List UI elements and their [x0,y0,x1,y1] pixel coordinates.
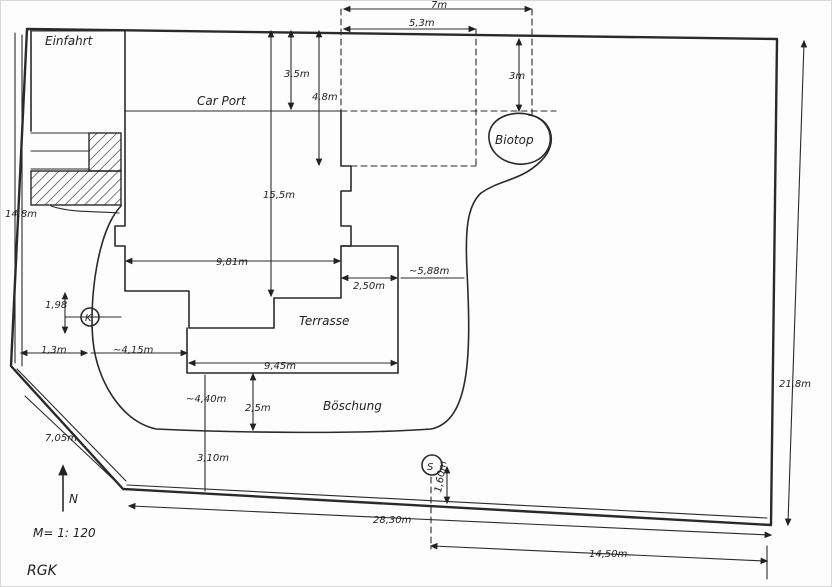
dim-3m: 3m [509,71,525,82]
dim-14-8m: 14,8m [5,209,37,220]
marker-s-label: S [427,462,434,473]
outer-dimensions: 28,30m 14,50m 21,8m [127,39,811,580]
legend-area: N M= 1: 120 RGK [27,464,96,579]
dim-5-3m: 5,3m [409,18,435,29]
marker-k-circle [80,307,100,327]
dim-1-3m: 1,3m [41,345,67,356]
embankment-top-link [50,205,120,214]
property-boundary [9,27,779,527]
dim-line-7-05m [24,395,114,480]
scale-label: M= 1: 120 [33,526,96,540]
house-outline [114,110,352,329]
biotope: Biotop [488,112,552,165]
marker-s-circle [421,454,443,476]
dim-7-05m: 7,05m [45,433,77,444]
label-carport: Car Port [197,94,247,108]
dim-4-40m: ~4,40m [186,394,227,405]
house-horizontal-dimensions: 9,81m 2,50m ~5,88m 9,45m [124,257,465,372]
label-boeschung: Böschung [323,399,382,413]
label-terrasse: Terrasse [299,314,349,328]
hatched-block-upper [88,132,122,172]
marker-k-label: K [85,313,93,324]
carport: Car Port [124,94,557,112]
dim-3-10m: 3,10m [197,453,229,464]
dim-5-88m: ~5,88m [409,266,450,277]
hatched-block-lower [30,170,122,206]
dim-2-50m: 2,50m [353,281,385,292]
embankment: Böschung [50,114,553,434]
dim-28-30m: 28,30m [373,515,412,526]
dim-1-98: 1,98 [45,300,67,311]
biotope-pond-outline [488,112,552,165]
left-dimensions: 14,8m 1,98 1,3m ~4,15m K 7,05m [5,32,189,480]
marker-s: S 1,60m [421,454,451,550]
label-biotop: Biotop [495,133,534,147]
dim-line-21-8m [784,39,808,527]
dim-7m: 7m [431,1,447,11]
dim-9-81m: 9,81m [216,257,248,268]
dim-15-5m: 15,5m [263,190,295,201]
hatched-structures [30,132,122,206]
boundary-outline [9,27,779,527]
dim-21-8m: 21,8m [779,379,811,390]
top-dimension-structure: 7m 5,3m 3m [342,1,533,167]
dim-4-8m: 4,8m [312,92,338,103]
house [114,8,477,329]
embankment-curve [91,114,553,434]
dim-3-5m: 3,5m [284,69,310,80]
initials-label: RGK [27,563,59,579]
dim-4-15m: ~4,15m [113,345,154,356]
terrace: Terrasse [186,245,399,374]
bottom-left-dimensions: ~4,40m 2,5m 3,10m [186,372,271,492]
terrace-outline [186,245,399,374]
dim-14-50m: 14,50m [589,549,628,560]
dim-2-5m: 2,5m [245,403,271,414]
dim-line-28-30m [127,502,773,539]
house-vertical-dimensions: 3,5m 4,8m 15,5m [263,29,338,298]
boundary-inner-diagonal [16,368,127,482]
dim-9-45m: 9,45m [264,361,296,372]
driveway-area: Einfahrt [30,30,126,132]
label-einfahrt: Einfahrt [45,34,94,48]
north-label: N [69,492,78,506]
dim-line-14-50m [429,542,769,565]
